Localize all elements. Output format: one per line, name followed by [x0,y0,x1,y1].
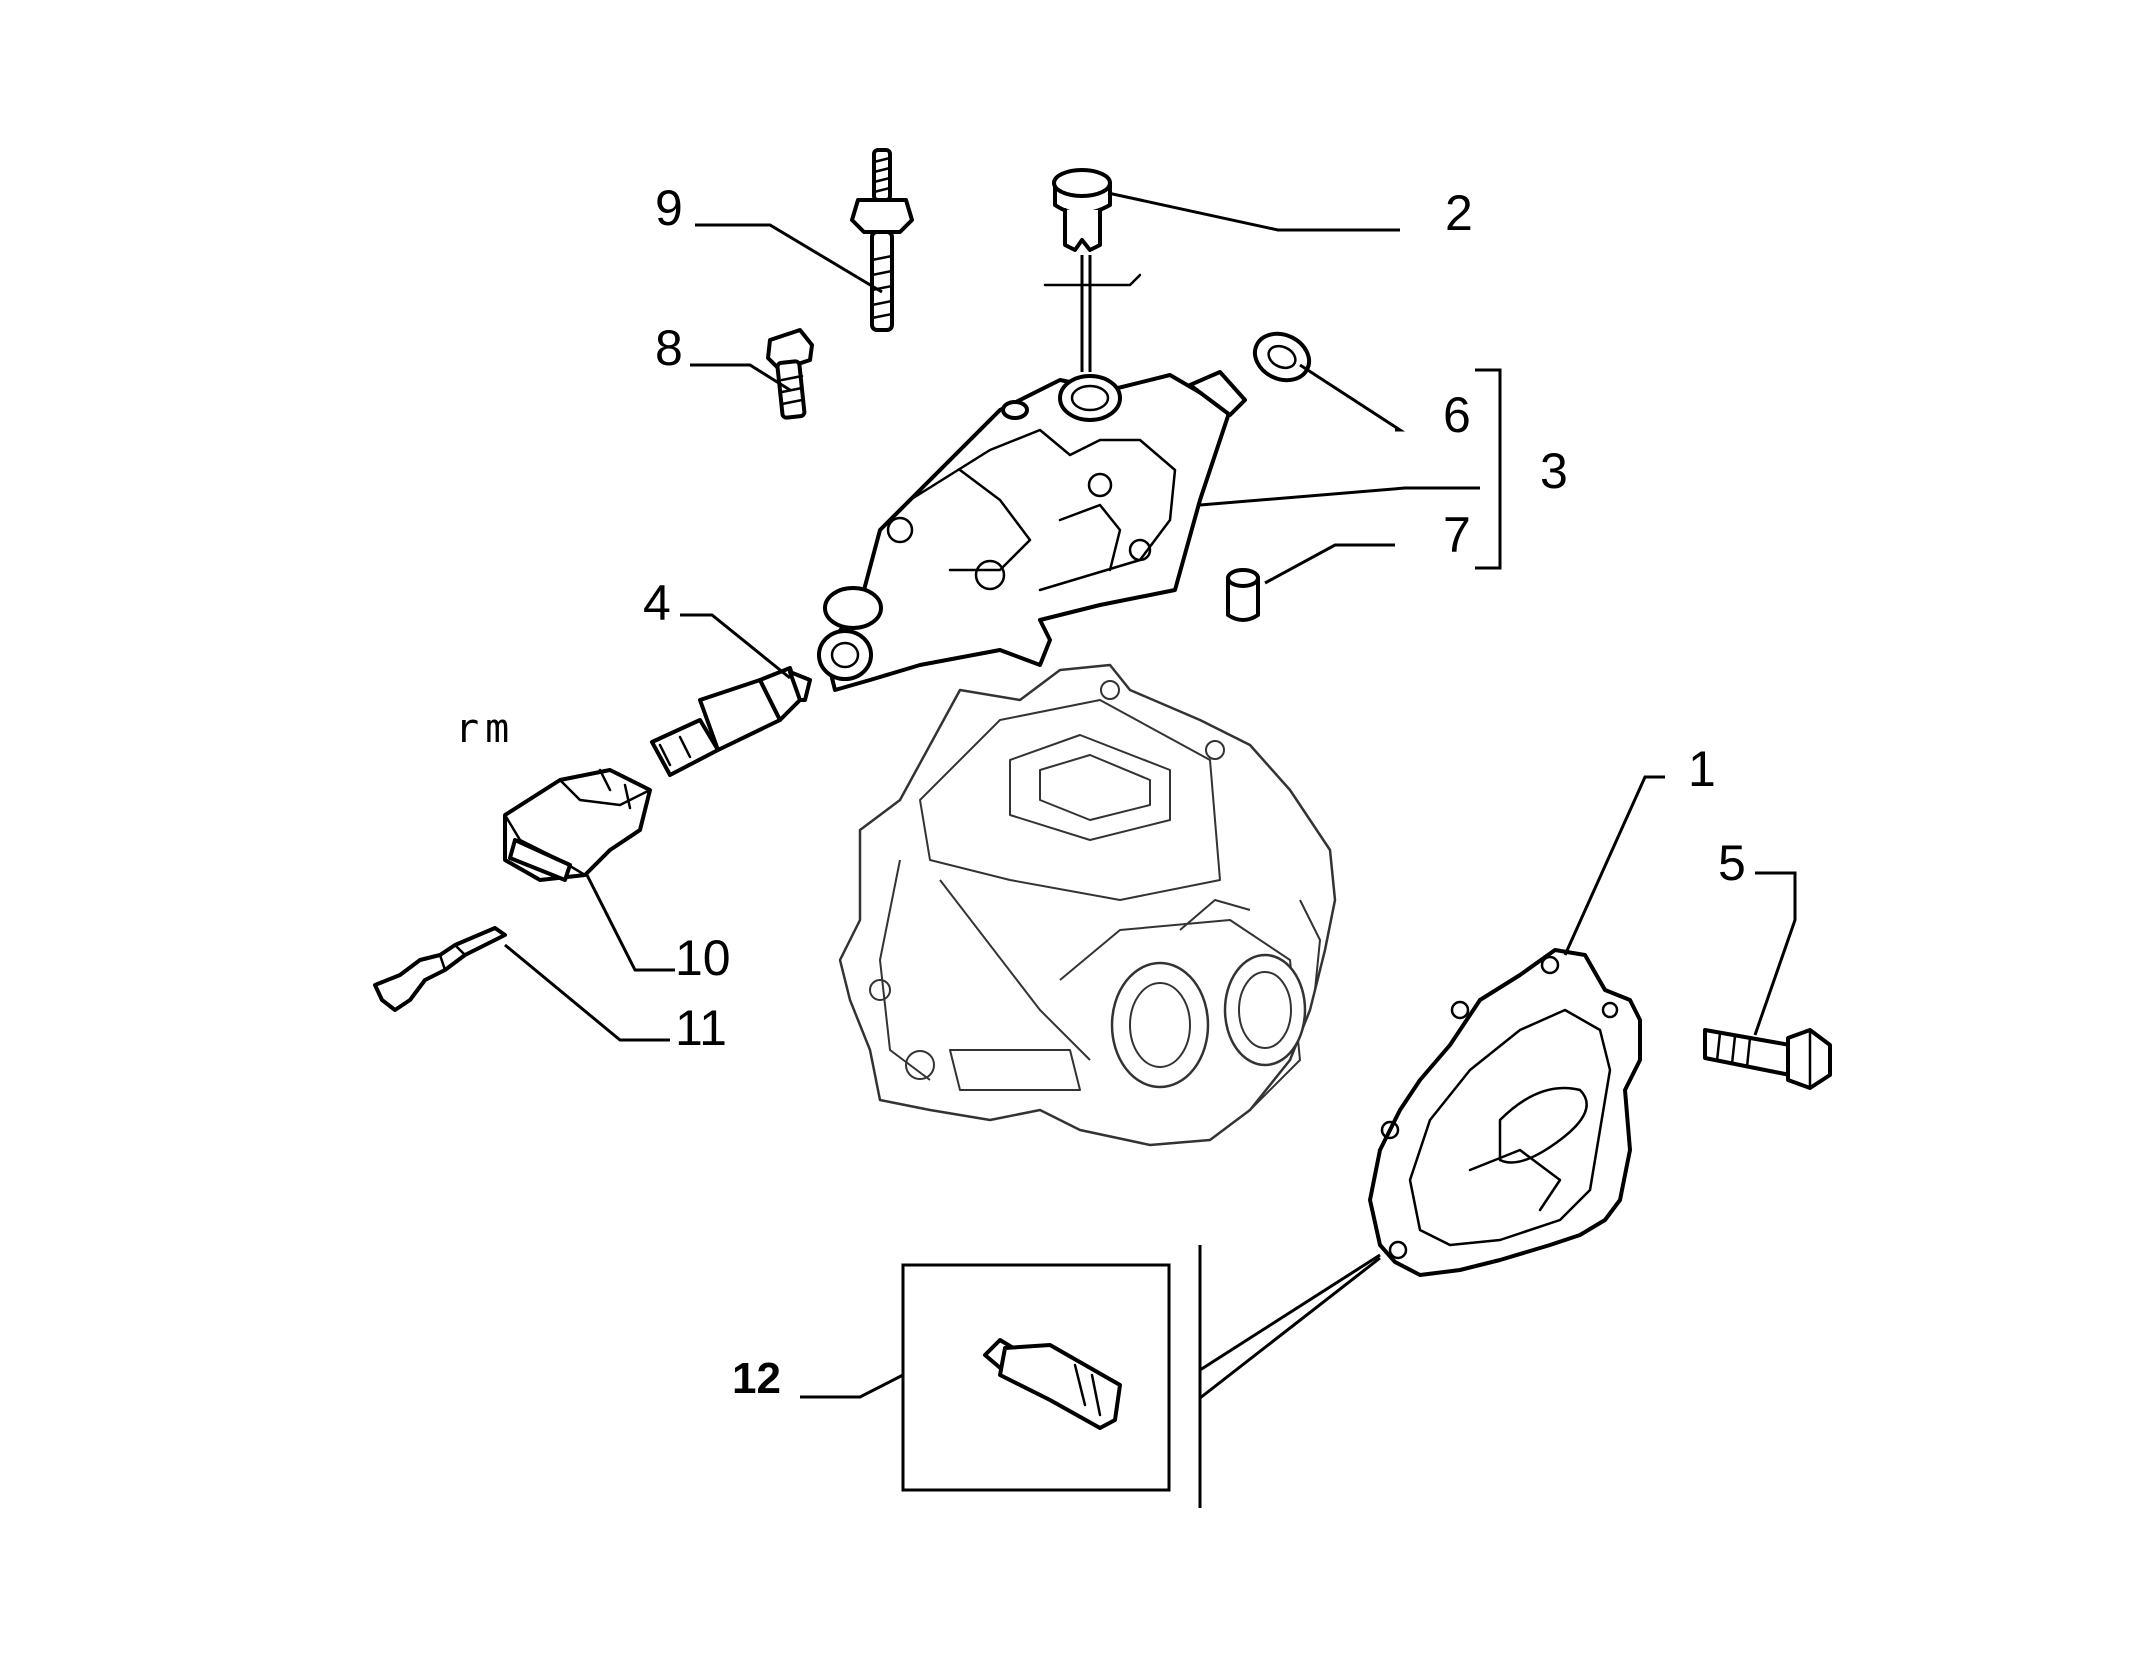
dowel-part-7 [1226,568,1260,622]
callout-3: 3 [1540,443,1568,499]
gearbox-housing-outline [838,663,1337,1147]
callout-11: 11 [675,1000,727,1056]
callout-4: 4 [643,575,671,631]
callout-5: 5 [1718,835,1746,891]
callout-10: 10 [675,930,731,986]
terminal-pin-part-11 [373,926,507,1012]
leader-lines [504,191,1797,1400]
cover-plate-part-3 [817,370,1247,692]
bolt-part-8 [766,328,814,420]
gear-cover-part-1 [1368,948,1642,1277]
callout-2: 2 [1445,185,1473,241]
callout-7: 7 [1443,507,1471,563]
callout-12: 12 [732,1354,781,1403]
connector-part-10 [503,768,652,882]
plug-part-2 [1043,168,1142,372]
callout-1: 1 [1688,741,1716,797]
note-rm: rm [455,706,515,752]
sealant-box-part-12 [901,1245,1202,1508]
callout-labels: 1 2 3 4 5 6 7 8 9 10 11 12 rm [455,180,1746,1403]
callout-8: 8 [655,320,683,376]
seal-ring-part-6 [1252,331,1312,383]
sensor-part-4 [650,666,812,777]
bolt-part-5 [1703,1028,1832,1090]
callout-9: 9 [655,180,683,236]
callout-6: 6 [1443,387,1471,443]
stud-bolt-part-9 [850,148,914,332]
